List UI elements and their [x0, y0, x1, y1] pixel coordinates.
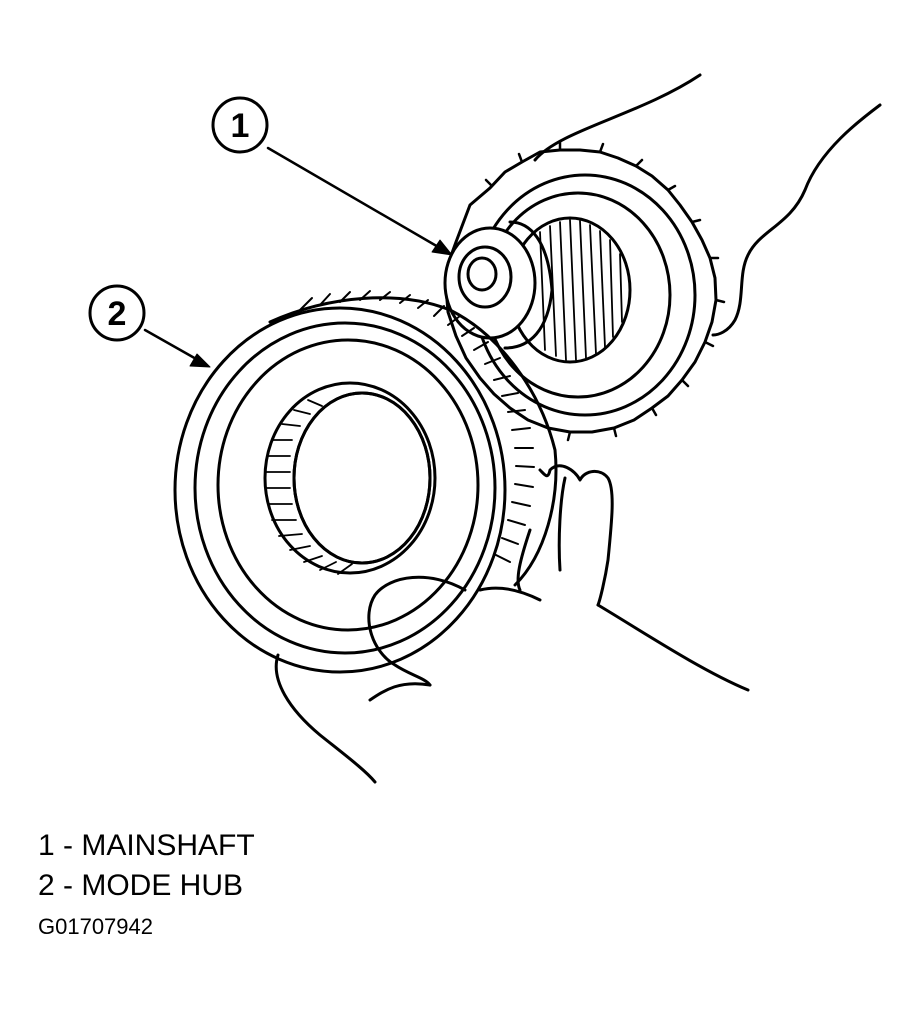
figure-id: G01707942 [38, 914, 153, 939]
callout-number-2: 2 [108, 295, 127, 333]
mainshaft-mode-hub-illustration: 1 2 [88, 73, 882, 784]
mode-hub [173, 290, 558, 674]
legend-item-mainshaft: 1 - MAINSHAFT [38, 829, 255, 862]
mainshaft-gear [443, 140, 726, 442]
leader-arrow-1 [266, 146, 453, 256]
right-hand-drawing [533, 73, 882, 337]
callout-circle-2 [88, 284, 146, 342]
callout-number-1: 1 [231, 107, 250, 145]
leader-arrow-2 [143, 328, 211, 368]
legend: 1 - MAINSHAFT 2 - MODE HUB [38, 826, 255, 906]
legend-item-mode-hub: 2 - MODE HUB [38, 869, 244, 902]
left-hand-drawing [274, 464, 750, 784]
callout-circle-1 [211, 96, 269, 154]
